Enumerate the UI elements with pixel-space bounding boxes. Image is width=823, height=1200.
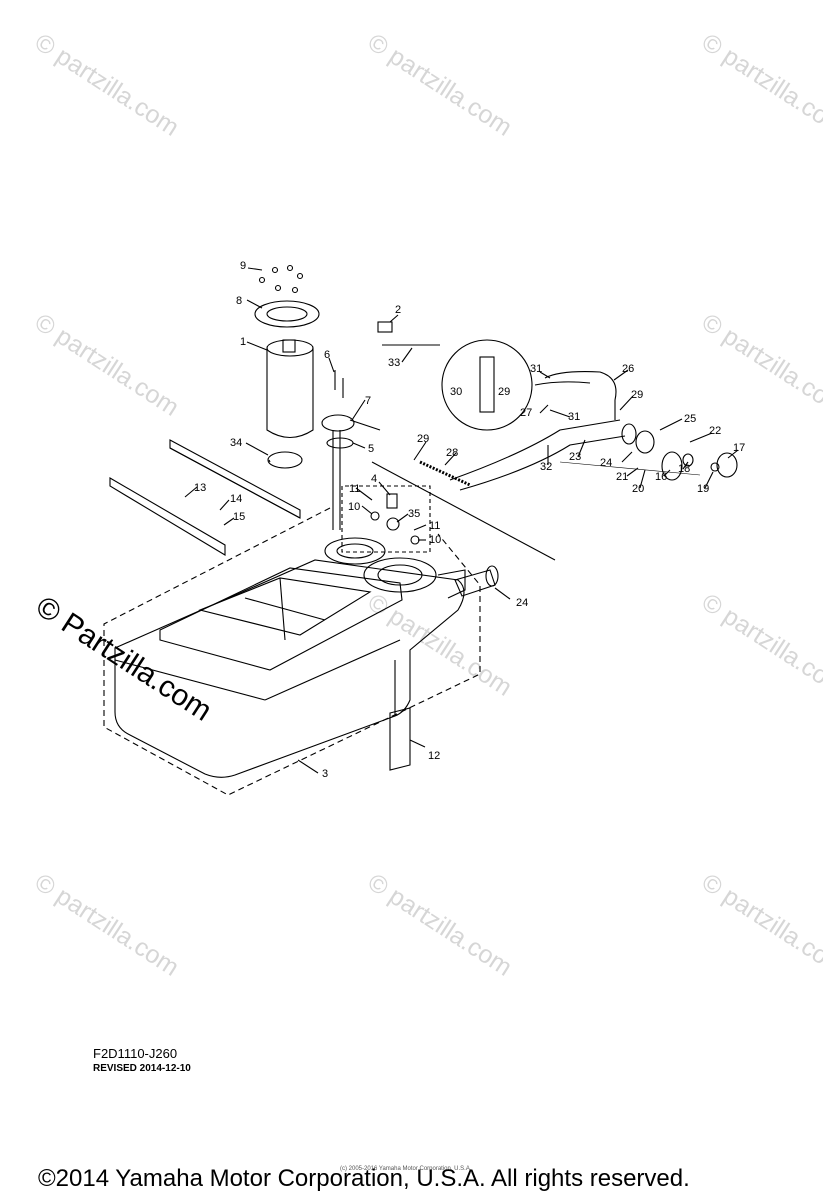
tank-recess <box>198 577 372 636</box>
callout-29: 29 <box>498 386 510 398</box>
bracket <box>169 439 301 519</box>
callout-31: 31 <box>568 411 580 423</box>
callout-24: 24 <box>516 597 528 609</box>
callout-32: 32 <box>540 461 552 473</box>
clip <box>377 321 393 333</box>
callout-8: 8 <box>236 295 242 307</box>
callout-35: 35 <box>408 508 420 520</box>
o-ring <box>267 451 303 469</box>
callout-12: 12 <box>428 750 440 762</box>
callout-16: 16 <box>655 471 667 483</box>
fuel-tank <box>114 559 465 778</box>
fuel-hose <box>449 419 621 481</box>
callout-15: 15 <box>233 511 245 523</box>
callout-28: 28 <box>446 447 458 459</box>
valve-detail <box>441 339 533 431</box>
callout-10: 10 <box>348 501 360 513</box>
callout-19: 19 <box>697 483 709 495</box>
hose-spring <box>419 460 471 487</box>
callout-24: 24 <box>600 457 612 469</box>
callout-22: 22 <box>709 425 721 437</box>
callout-27: 27 <box>520 407 532 419</box>
callout-21: 21 <box>616 471 628 483</box>
callout-14: 14 <box>230 493 242 505</box>
revision-date: REVISED 2014-12-10 <box>93 1063 191 1074</box>
callout-17: 17 <box>733 442 745 454</box>
pump-ring <box>254 300 320 328</box>
callout-25: 25 <box>684 413 696 425</box>
callout-33: 33 <box>388 357 400 369</box>
callout-11: 11 <box>429 520 440 532</box>
callout-11: 11 <box>349 483 360 495</box>
callout-18: 18 <box>678 463 690 475</box>
callout-31: 31 <box>530 363 542 375</box>
filler-cap <box>716 452 738 478</box>
diagram-code: F2D1110-J260 <box>93 1046 178 1061</box>
callout-1: 1 <box>240 336 246 348</box>
valve-group-boundary <box>341 485 431 553</box>
tank-boundary <box>103 507 481 796</box>
tank-opening <box>324 537 386 565</box>
vent-hose <box>544 371 617 420</box>
fuel-pump <box>266 348 314 439</box>
callout-30: 30 <box>450 386 462 398</box>
fuel-tank-top <box>159 567 403 671</box>
fuel-sender <box>321 414 355 432</box>
callout-2: 2 <box>395 304 401 316</box>
callout-13: 13 <box>194 482 206 494</box>
callout-7: 7 <box>365 395 371 407</box>
callout-29: 29 <box>417 433 429 445</box>
callout-4: 4 <box>371 473 377 485</box>
callout-34: 34 <box>230 437 242 449</box>
callout-5: 5 <box>368 443 374 455</box>
callout-10: 10 <box>429 534 441 546</box>
tank-cross <box>279 577 286 641</box>
callout-26: 26 <box>622 363 634 375</box>
copyright-notice: ©2014 Yamaha Motor Corporation, U.S.A. A… <box>38 1165 690 1192</box>
callout-9: 9 <box>240 260 246 272</box>
callout-3: 3 <box>322 768 328 780</box>
tank-opening <box>363 557 437 593</box>
tank-cross <box>244 597 326 621</box>
tiny-credit: (c) 2005-2016 Yamaha Motor Corporation, … <box>340 1166 472 1172</box>
callout-6: 6 <box>324 349 330 361</box>
callout-23: 23 <box>569 451 581 463</box>
bolts <box>258 264 304 294</box>
fuel-hose <box>459 435 626 491</box>
callout-20: 20 <box>632 483 644 495</box>
callout-29: 29 <box>631 389 643 401</box>
label-sticker <box>389 707 411 771</box>
bracket <box>109 477 226 556</box>
